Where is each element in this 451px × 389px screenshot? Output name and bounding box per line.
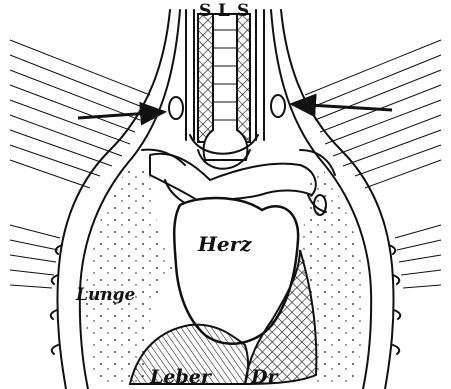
label-gland: Dr	[251, 368, 278, 387]
label-top-center: L	[218, 3, 230, 20]
label-lung: Lunge	[76, 287, 135, 304]
left-node	[169, 97, 183, 119]
label-liver: Leber	[150, 368, 211, 387]
label-top-right: S	[237, 3, 249, 20]
label-heart: Herz	[198, 234, 252, 254]
right-node	[271, 95, 285, 117]
aortic-arch	[150, 154, 316, 205]
label-top-left: S	[199, 3, 211, 20]
